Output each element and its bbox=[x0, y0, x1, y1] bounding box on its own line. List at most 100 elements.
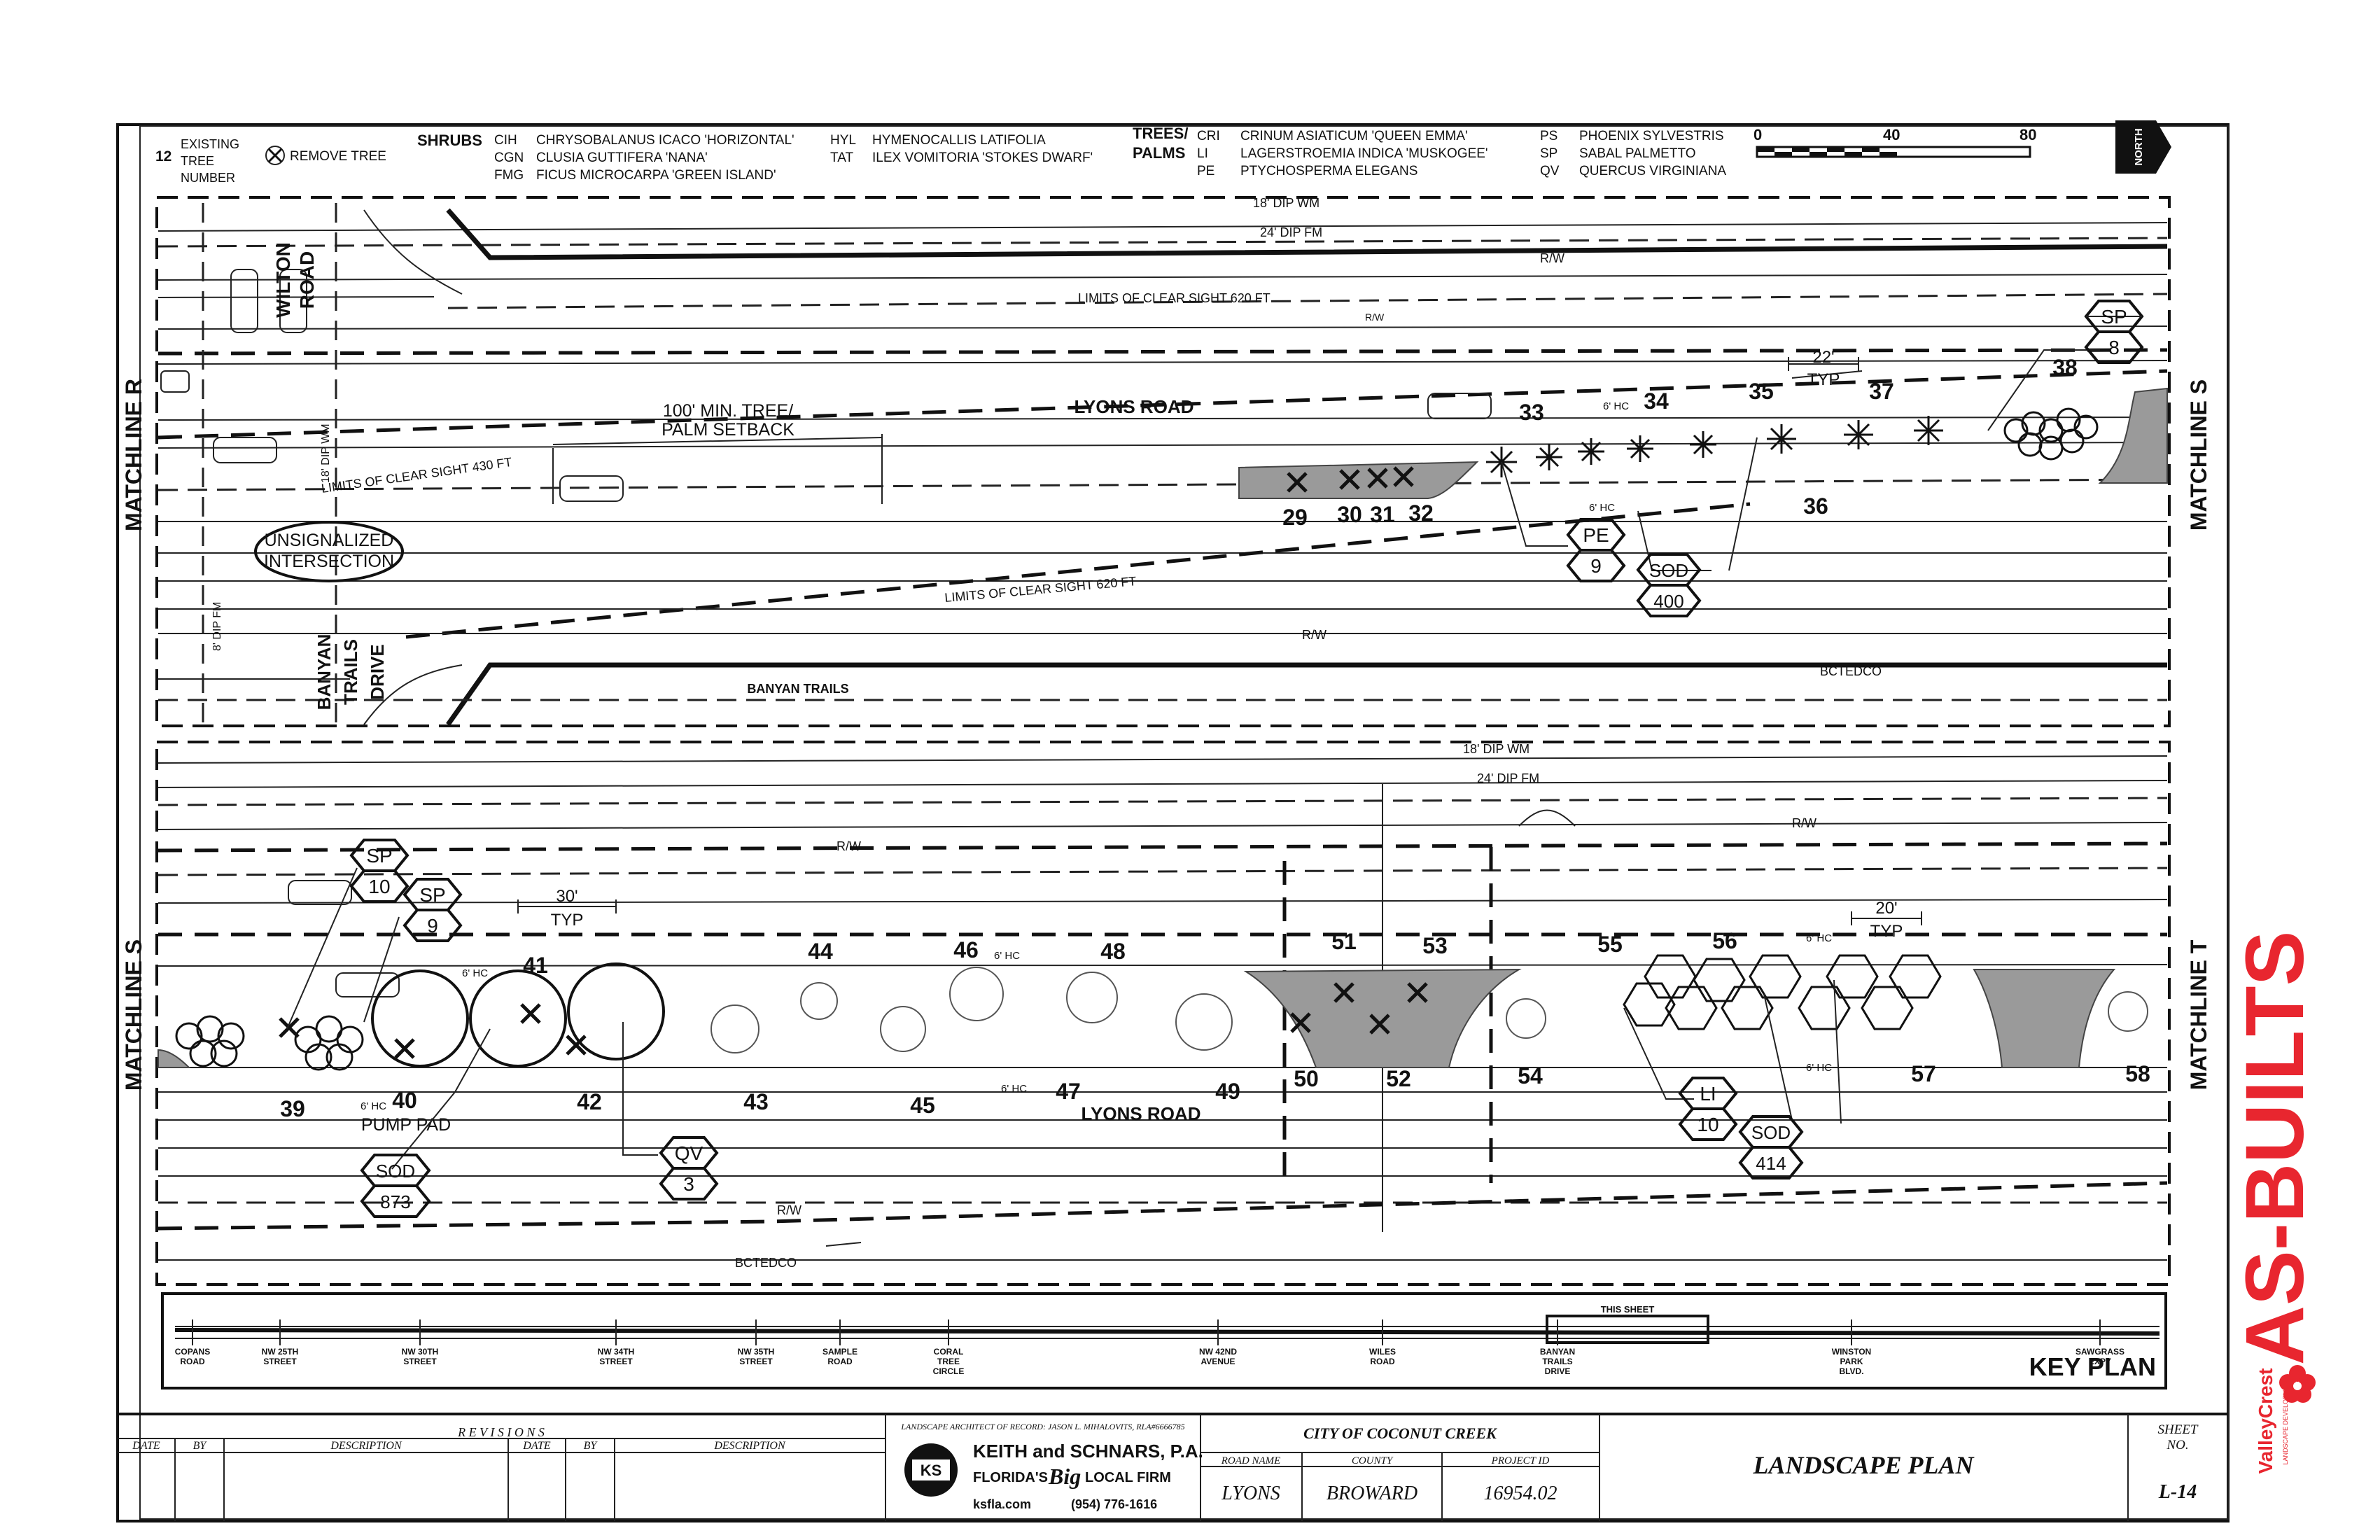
tree-name-1: CRINUM ASIATICUM 'QUEEN EMMA' bbox=[1240, 129, 1468, 144]
tree-number-29: 29 bbox=[1282, 505, 1308, 530]
bottom-road-label: LYONS ROAD bbox=[1082, 1103, 1201, 1124]
tag-pe-9-code: PE bbox=[1583, 524, 1609, 546]
tree-number-38: 38 bbox=[2052, 355, 2078, 380]
top-median-paving-2 bbox=[2098, 387, 2168, 484]
top-removed-trees bbox=[1287, 466, 1414, 493]
tree-name-4: PHOENIX SYLVESTRIS bbox=[1579, 129, 1724, 144]
bottom-paving-1 bbox=[158, 1049, 191, 1068]
legend-trees-title-2: PALMS bbox=[1133, 144, 1185, 162]
legend-tree-number-sample: 12 bbox=[155, 148, 172, 164]
banyan-label-1: BANYAN bbox=[314, 634, 335, 710]
rev-header-date-2: DATE bbox=[522, 1440, 551, 1452]
shrub-name-1: CHRYSOBALANUS ICACO 'HORIZONTAL' bbox=[536, 133, 794, 148]
key-plan-label-9-1: TRAILS bbox=[1542, 1357, 1572, 1366]
key-plan-label-10-2: BLVD. bbox=[1839, 1366, 1863, 1376]
slogan-part-c: LOCAL FIRM bbox=[1085, 1470, 1171, 1485]
top-rw-2: R/W bbox=[1365, 312, 1385, 323]
scale-bar: 0 40 80 bbox=[1754, 126, 2036, 158]
tree-number-41: 41 bbox=[523, 953, 548, 978]
banyan-trails-label: BANYAN TRAILS bbox=[747, 682, 848, 696]
top-hc-2: 6' HC bbox=[1589, 502, 1615, 514]
bottom-hc-5: 6' HC bbox=[1806, 932, 1832, 944]
top-median-paving-1 bbox=[1238, 461, 1479, 499]
bottom-bctedco: BCTEDCO bbox=[735, 1256, 797, 1270]
bottom-median-paving-2 bbox=[1243, 968, 1522, 1068]
top-plan-frame bbox=[155, 196, 2171, 727]
bottom-rw-1: R/W bbox=[836, 839, 861, 853]
key-plan-label-7-1: AVENUE bbox=[1200, 1357, 1235, 1366]
key-plan-label-10-1: PARK bbox=[1840, 1357, 1863, 1366]
legend-remove-tree: REMOVE TREE bbox=[290, 149, 386, 164]
bottom-shrub-cluster bbox=[175, 1015, 364, 1071]
top-dip-wm: 18' DIP WM bbox=[1253, 196, 1320, 210]
scale-tick-0: 0 bbox=[1754, 126, 1762, 144]
tree-number-45: 45 bbox=[910, 1093, 935, 1118]
key-plan-label-8-0: WILES bbox=[1369, 1347, 1396, 1357]
top-plan-view: MATCHLINE R MATCHLINE S bbox=[121, 196, 2211, 727]
unsignalized-line-1: UNSIGNALIZED bbox=[265, 531, 394, 550]
key-plan-label-3-1: STREET bbox=[599, 1357, 633, 1366]
tree-number-52: 52 bbox=[1386, 1066, 1411, 1091]
key-plan-label-10-0: WINSTON bbox=[1832, 1347, 1871, 1357]
firm-website: ksfla.com bbox=[973, 1497, 1031, 1511]
sheet-no-value: L-14 bbox=[2158, 1481, 2197, 1503]
bottom-typ30-label: TYP bbox=[551, 911, 584, 930]
shrub-code-5: TAT bbox=[830, 150, 853, 165]
tree-code-2: LI bbox=[1197, 146, 1208, 161]
key-plan-label-5-1: ROAD bbox=[827, 1357, 853, 1366]
setback-line-1: 100' MIN. TREE/ bbox=[663, 401, 793, 421]
legend-trees-title-1: TREES/ bbox=[1133, 125, 1188, 142]
tree-name-5: SABAL PALMETTO bbox=[1579, 146, 1695, 161]
tag-sp-9-qty: 9 bbox=[427, 915, 438, 937]
key-plan-this-sheet: THIS SHEET bbox=[1601, 1304, 1655, 1315]
bottom-plan-view: MATCHLINE S MATCHLINE T 18' DIP WM 24' D… bbox=[121, 741, 2211, 1286]
tree-number-32: 32 bbox=[1408, 500, 1434, 526]
legend-tree-number-line3: NUMBER bbox=[181, 171, 235, 185]
project-id-label: PROJECT ID bbox=[1491, 1455, 1550, 1466]
county-value: BROWARD bbox=[1326, 1483, 1418, 1504]
slogan-part-a: FLORIDA'S bbox=[973, 1470, 1048, 1485]
banyan-label-3: DRIVE bbox=[367, 644, 388, 699]
tag-sp-9: SP 9 bbox=[402, 878, 463, 942]
slogan-part-b: Big bbox=[1048, 1464, 1081, 1489]
shrub-code-1: CIH bbox=[494, 133, 517, 148]
tag-pe-9: PE 9 bbox=[1566, 518, 1626, 582]
project-id-value: 16954.02 bbox=[1484, 1483, 1558, 1504]
legend: 12 EXISTING TREE NUMBER REMOVE TREE SHRU… bbox=[155, 125, 1726, 185]
limits-620-bottom: LIMITS OF CLEAR SIGHT 620 FT bbox=[944, 574, 1137, 605]
tag-sp-8: SP 8 bbox=[2084, 300, 2144, 364]
top-road-label: LYONS ROAD bbox=[1074, 396, 1194, 417]
rev-header-by-2: BY bbox=[584, 1440, 598, 1452]
tree-number-35: 35 bbox=[1749, 379, 1774, 404]
road-name-value: LYONS bbox=[1221, 1483, 1280, 1504]
tree-number-54: 54 bbox=[1518, 1063, 1543, 1088]
legend-shrubs-title: SHRUBS bbox=[417, 132, 482, 149]
scale-tick-40: 40 bbox=[1883, 126, 1900, 144]
top-hc-1: 6' HC bbox=[1603, 400, 1629, 412]
title-block: R E V I S I O N S DATE BY DESCRIPTION DA… bbox=[118, 1413, 2228, 1521]
key-plan-label-9-2: DRIVE bbox=[1545, 1366, 1571, 1376]
sheet-no-label-1: SHEET bbox=[2158, 1422, 2199, 1437]
tag-sod-400-qty: 400 bbox=[1653, 591, 1684, 612]
tag-sp-10: SP 10 bbox=[349, 839, 410, 903]
key-plan-label-8-1: ROAD bbox=[1370, 1357, 1395, 1366]
tree-name-2: LAGERSTROEMIA INDICA 'MUSKOGEE' bbox=[1240, 146, 1488, 161]
tree-code-1: CRI bbox=[1197, 129, 1220, 144]
tag-qv-3: QV 3 bbox=[659, 1136, 719, 1200]
as-builts-stamp: AS-BUILTS bbox=[2229, 931, 2321, 1366]
tree-code-5: SP bbox=[1540, 146, 1558, 161]
key-plan-label-6-2: CIRCLE bbox=[933, 1366, 965, 1376]
legend-tree-number-line1: EXISTING bbox=[181, 137, 239, 151]
bottom-hc-6: 6' HC bbox=[1806, 1062, 1832, 1074]
top-shrub-cluster bbox=[2003, 407, 2099, 461]
valleycrest-wordmark: ValleyCrest bbox=[2255, 1368, 2276, 1474]
banyan-label-2: TRAILS bbox=[340, 639, 361, 705]
sheet-inner-border bbox=[139, 125, 2229, 1520]
top-matchline-right: MATCHLINE S bbox=[2186, 379, 2211, 531]
sheet-title: LANDSCAPE PLAN bbox=[1752, 1451, 1975, 1479]
key-plan-label-2-1: STREET bbox=[403, 1357, 437, 1366]
tree-code-3: PE bbox=[1197, 164, 1214, 178]
key-plan-label-4-1: STREET bbox=[739, 1357, 773, 1366]
key-plan-label-2-0: NW 30TH bbox=[402, 1347, 439, 1357]
